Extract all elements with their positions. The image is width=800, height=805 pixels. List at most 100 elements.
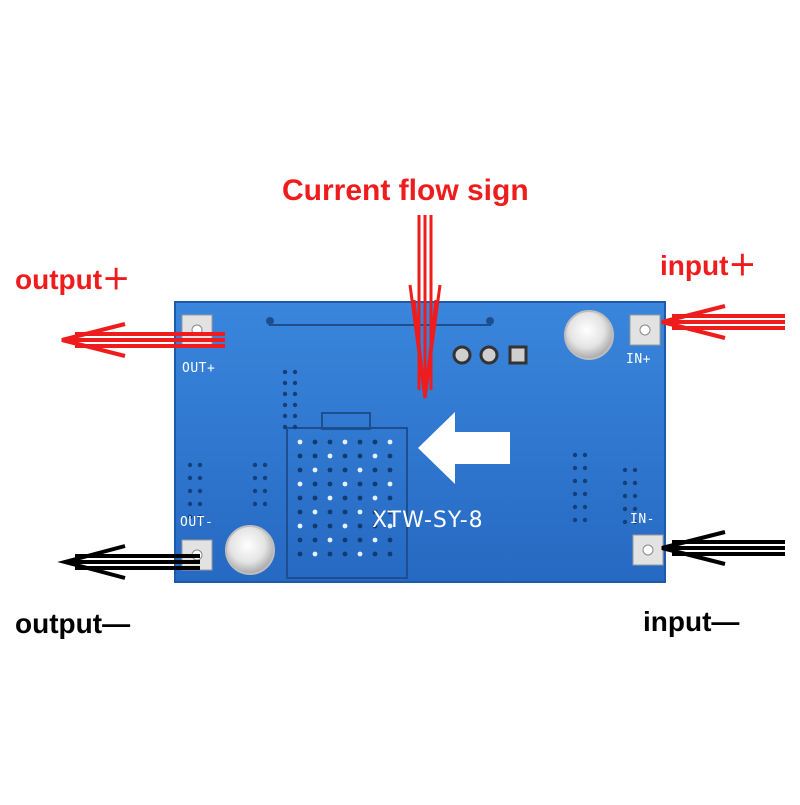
via-dot xyxy=(387,537,393,543)
via-dot xyxy=(327,551,333,557)
via-dot xyxy=(357,481,363,487)
via-dot xyxy=(622,467,628,473)
via-dot xyxy=(342,453,348,459)
via-dot xyxy=(342,467,348,473)
via-dot xyxy=(282,369,288,375)
via-dot xyxy=(572,465,578,471)
via-dot xyxy=(357,523,363,529)
via-dot xyxy=(292,424,298,430)
via-dot xyxy=(327,453,333,459)
via-dot xyxy=(372,453,378,459)
via-dot xyxy=(372,495,378,501)
via-dot xyxy=(342,523,348,529)
via-dot xyxy=(357,439,363,445)
via-dot xyxy=(372,537,378,543)
via-dot xyxy=(622,506,628,512)
output-minus-label: output— xyxy=(15,608,131,639)
via-dot xyxy=(297,537,303,543)
trace-via-left xyxy=(266,317,274,325)
via-dot xyxy=(282,380,288,386)
via-dot xyxy=(372,523,378,529)
via-dot xyxy=(372,481,378,487)
via-dot xyxy=(327,467,333,473)
via-dot xyxy=(342,439,348,445)
via-dot xyxy=(372,439,378,445)
via-dot xyxy=(357,551,363,557)
via-dot xyxy=(572,517,578,523)
component-pad-3 xyxy=(508,345,528,365)
via-dot xyxy=(342,481,348,487)
via-dot xyxy=(342,495,348,501)
via-dot xyxy=(297,453,303,459)
via-dot xyxy=(327,509,333,515)
via-dot xyxy=(582,491,588,497)
via-dot xyxy=(357,537,363,543)
via-dot xyxy=(292,391,298,397)
via-dot xyxy=(372,551,378,557)
silkscreen-out-minus: OUT- xyxy=(180,515,214,530)
via-dot xyxy=(387,439,393,445)
pad-in-plus xyxy=(629,314,661,346)
via-dot xyxy=(387,509,393,515)
trace-via-right xyxy=(486,317,494,325)
pad-in-plus-hole xyxy=(639,324,651,336)
current-flow-arrow xyxy=(408,215,442,399)
via-dot xyxy=(632,480,638,486)
silkscreen-in-minus: IN- xyxy=(630,512,655,527)
via-dot xyxy=(387,551,393,557)
via-dot xyxy=(187,501,193,507)
via-dot xyxy=(632,493,638,499)
silkscreen-in-plus: IN+ xyxy=(626,352,651,367)
via-dot xyxy=(297,523,303,529)
via-dot xyxy=(342,537,348,543)
via-dot xyxy=(622,519,628,525)
via-dot xyxy=(387,453,393,459)
output-plus-arrow xyxy=(61,322,225,358)
via-dot xyxy=(632,519,638,525)
input-plus-arrow xyxy=(661,304,785,340)
via-dot xyxy=(572,504,578,510)
mounting-hole-bottom-left xyxy=(225,525,275,575)
via-dot xyxy=(312,537,318,543)
via-dot xyxy=(282,402,288,408)
via-dot xyxy=(197,488,203,494)
via-dot xyxy=(372,467,378,473)
component-pad-2 xyxy=(479,345,499,365)
via-dot xyxy=(297,551,303,557)
via-dot xyxy=(327,523,333,529)
via-dot xyxy=(197,514,203,520)
via-dot xyxy=(312,439,318,445)
input-minus-label: input— xyxy=(643,606,740,637)
via-dot xyxy=(327,439,333,445)
via-dot xyxy=(582,504,588,510)
via-dot xyxy=(187,488,193,494)
via-dot xyxy=(622,493,628,499)
via-dot xyxy=(572,452,578,458)
via-dot xyxy=(292,413,298,419)
via-dot xyxy=(282,413,288,419)
via-dot xyxy=(312,467,318,473)
via-dot xyxy=(357,509,363,515)
via-dot xyxy=(312,509,318,515)
scatter-vias xyxy=(187,369,638,525)
via-dot xyxy=(297,495,303,501)
component-pad-1 xyxy=(452,345,472,365)
mounting-hole-top-right xyxy=(564,310,614,360)
via-dot xyxy=(312,481,318,487)
via-dot xyxy=(582,478,588,484)
silkscreen-out-plus: OUT+ xyxy=(182,361,216,376)
via-dot xyxy=(572,478,578,484)
via-dot xyxy=(342,551,348,557)
via-dot xyxy=(282,391,288,397)
via-dot xyxy=(372,509,378,515)
via-dot xyxy=(262,488,268,494)
via-dot xyxy=(582,452,588,458)
via-dot xyxy=(262,462,268,468)
via-dot xyxy=(187,514,193,520)
via-dot xyxy=(252,475,258,481)
via-dot xyxy=(252,501,258,507)
via-dot xyxy=(187,475,193,481)
output-minus-arrow xyxy=(57,544,200,580)
